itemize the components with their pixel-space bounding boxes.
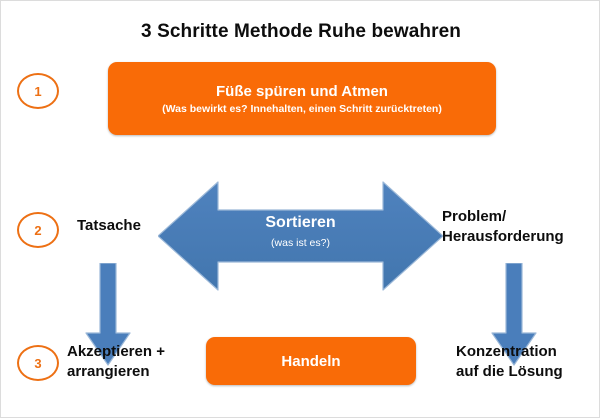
- page-title: 3 Schritte Methode Ruhe bewahren: [141, 21, 461, 42]
- label-tatsache: Tatsache: [77, 217, 141, 234]
- step-number-3: 3: [17, 345, 59, 381]
- box-fuesse-spueren-und-atmen: Füße spüren und Atmen (Was bewirkt es? I…: [108, 62, 496, 135]
- label-problem-line1: Problem/: [442, 208, 507, 225]
- step-number-2-label: 2: [34, 222, 42, 238]
- box-fuesse-subtitle: (Was bewirkt es? Innehalten, einen Schri…: [162, 102, 442, 115]
- step-number-1-label: 1: [34, 83, 42, 99]
- box-handeln: Handeln: [206, 337, 416, 385]
- box-handeln-title: Handeln: [281, 352, 341, 370]
- label-problem-herausforderung: Problem/ Herausforderung: [442, 207, 564, 247]
- step-number-3-label: 3: [34, 355, 42, 371]
- label-akzeptieren-line2: arrangieren: [67, 363, 150, 380]
- down-arrow-left-icon: [85, 263, 131, 366]
- label-akzeptieren-line1: Akzeptieren +: [67, 343, 165, 360]
- down-arrow-right-icon: [491, 263, 537, 366]
- label-akzeptieren-arrangieren: Akzeptieren + arrangieren: [67, 342, 165, 382]
- double-headed-arrow-icon: [158, 180, 443, 292]
- step-number-1: 1: [17, 73, 59, 109]
- step-number-2: 2: [17, 212, 59, 248]
- label-konzentration-line1: Konzentration: [456, 343, 557, 360]
- label-konzentration-auf-die-loesung: Konzentration auf die Lösung: [456, 342, 563, 382]
- box-fuesse-title: Füße spüren und Atmen: [216, 82, 388, 100]
- label-konzentration-line2: auf die Lösung: [456, 363, 563, 380]
- label-problem-line2: Herausforderung: [442, 228, 564, 245]
